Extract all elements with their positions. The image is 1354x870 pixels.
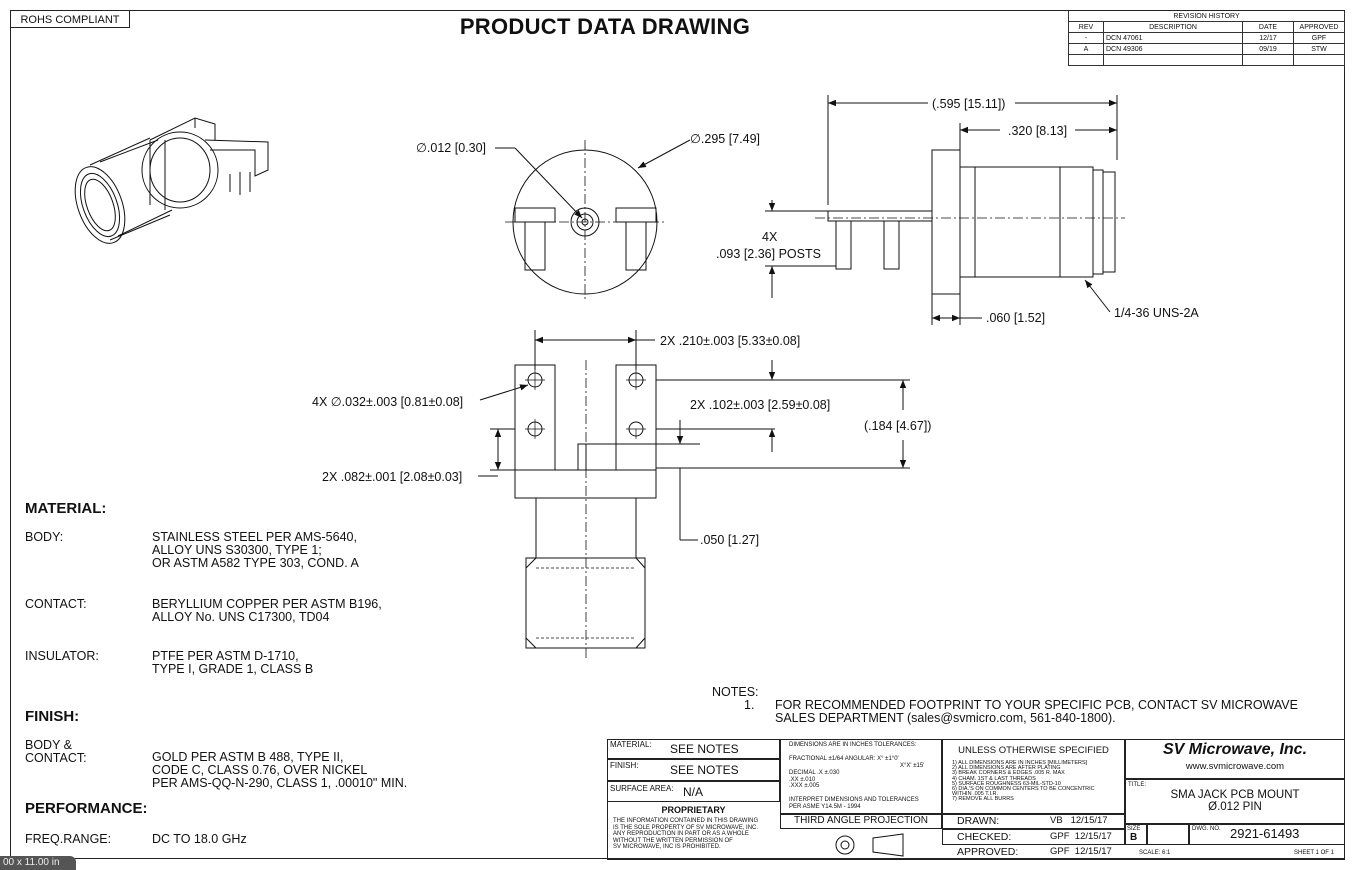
tb-drawn-cell [942,814,1125,829]
bottom-view [478,330,910,660]
front-view [495,139,691,300]
tb-checked-cell [942,829,1125,845]
tb-approved-value: GPF 12/15/17 [1050,846,1112,857]
performance-heading: PERFORMANCE: [25,800,148,817]
tb-unless-list: 1) ALL DIMENSIONS ARE IN INCHES [MILLIME… [952,760,1095,803]
table-row: A DCN 49306 09/19 STW [1068,43,1345,55]
tb-scale: SCALE: 6:1 [1139,850,1171,856]
tb-company-cell [1125,739,1345,779]
note-text: FOR RECOMMENDED FOOTPRINT TO YOUR SPECIF… [775,698,1298,725]
spacing-dim: 2X .210±.003 [5.33±0.08] [660,334,800,348]
tb-title-label: TITLE: [1128,782,1147,788]
tb-finish-label: FINISH: [610,761,639,770]
material-contact-value: BERYLLIUM COPPER PER ASTM B196, ALLOY No… [152,597,382,624]
posts-count: 4X [762,230,778,244]
height-dim: (.184 [4.67]) [864,419,931,433]
tb-dwg-cell [1189,824,1345,845]
freq-range-value: DC TO 18.0 GHz [152,832,247,846]
tb-blank-cell [1147,824,1189,845]
tb-unless-heading: UNLESS OTHERWISE SPECIFIED [958,745,1109,756]
finish-value: GOLD PER ASTM B 488, TYPE II, CODE C, CL… [152,750,408,790]
overall-length-dim: (.595 [15.11]) [932,97,1005,111]
edge-dim: 2X .082±.001 [2.08±0.03] [322,470,462,484]
revision-history-table: REVISION HISTORY REV DESCRIPTION DATE AP… [1068,11,1345,66]
material-insulator-label: INSULATOR: [25,649,99,663]
tb-material-label: MATERIAL: [610,740,652,749]
drawing-frame [10,10,1345,859]
material-body-value: STAINLESS STEEL PER AMS-5640, ALLOY UNS … [152,530,359,570]
tb-tol-frac: FRACTIONAL ±1/64 ANGULAR: X° ±1°0' [789,756,899,762]
tb-checked-label: CHECKED: [957,831,1012,843]
hole-pitch-dim: 2X .102±.003 [2.59±0.08] [690,398,830,412]
tb-unless-cell [942,739,1125,814]
flange-dim: .060 [1.52] [986,311,1045,325]
thread-length-dim: .320 [8.13] [1008,124,1067,138]
material-heading: MATERIAL: [25,500,107,517]
material-contact-label: CONTACT: [25,597,87,611]
page-title: PRODUCT DATA DRAWING [459,14,751,39]
pin-dia-dim: ∅.012 [0.30] [416,141,486,155]
finish-heading: FINISH: [25,708,80,725]
material-insulator-value: PTFE PER ASTM D-1710, TYPE I, GRADE 1, C… [152,649,314,676]
tb-tol-head: DIMENSIONS ARE IN INCHES TOLERANCES: [789,742,917,748]
tb-surface-label: SURFACE AREA: [610,784,674,793]
body-dia-dim: ∅.295 [7.49] [690,132,760,146]
tb-dwg-label: DWG. NO. [1192,826,1221,832]
tb-size-label: SIZE [1127,826,1141,832]
tb-finish-value: SEE NOTES [670,763,739,777]
tb-proprietary: PROPRIETARY [661,805,726,815]
hole-dia-dim: 4X ∅.032±.003 [0.81±0.08] [312,395,463,409]
tb-tol-ang2: X°X' ±15' [900,763,925,769]
approved-cell [1293,54,1345,66]
tb-material-cell [607,739,780,759]
tb-surface-cell [607,781,780,802]
notes-heading: NOTES: [712,685,759,699]
tb-drawn-value: VB 12/15/17 [1050,815,1108,826]
tb-dwg-value: 2921-61493 [1230,826,1300,841]
company-website[interactable]: www.svmicrowave.com [1185,761,1285,772]
tb-title-cell [1125,779,1345,824]
tb-approved-label: APPROVED: [957,846,1019,858]
third-angle-projection-icon [835,833,904,857]
page-size-badge: 00 x 11.00 in [0,856,76,870]
tb-tolerance-cell [780,739,942,814]
table-row [1068,54,1345,66]
tb-proprietary-text: THE INFORMATION CONTAINED IN THIS DRAWIN… [613,818,759,850]
tb-size-value: B [1130,832,1138,843]
tb-size-cell [1125,824,1147,845]
tb-finish-cell [607,759,780,781]
rohs-label: ROHS COMPLIANT [10,10,130,28]
finish-label: BODY & CONTACT: [25,738,87,765]
tb-surface-value: N/A [683,785,704,799]
tb-interpret: INTERPRET DIMENSIONS AND TOLERANCES PER … [789,797,919,810]
tb-drawn-label: DRAWN: [957,815,1000,827]
freq-range-label: FREQ.RANGE: [25,832,112,846]
tb-material-value: SEE NOTES [670,742,739,756]
tb-sheet: SHEET 1 OF 1 [1294,850,1334,856]
tb-tol-dec: DECIMAL .X ±.030 .XX ±.010 .XXX ±.005 [789,770,840,789]
company-name: SV Microwave, Inc. [1162,741,1308,758]
tb-projection: THIRD ANGLE PROJECTION [794,815,928,826]
tb-checked-value: GPF 12/15/17 [1050,831,1112,842]
isometric-view [74,117,269,244]
pin-offset-dim: .050 [1.27] [700,533,759,547]
material-body-label: BODY: [25,530,64,544]
note-number: 1. [744,698,755,712]
tb-projection-cell [780,814,942,829]
thread-spec: 1/4-36 UNS-2A [1114,306,1199,320]
tb-title-value: SMA JACK PCB MOUNT Ø.012 PIN [1170,789,1300,813]
side-view [765,95,1125,325]
posts-dim: .093 [2.36] POSTS [716,247,821,261]
